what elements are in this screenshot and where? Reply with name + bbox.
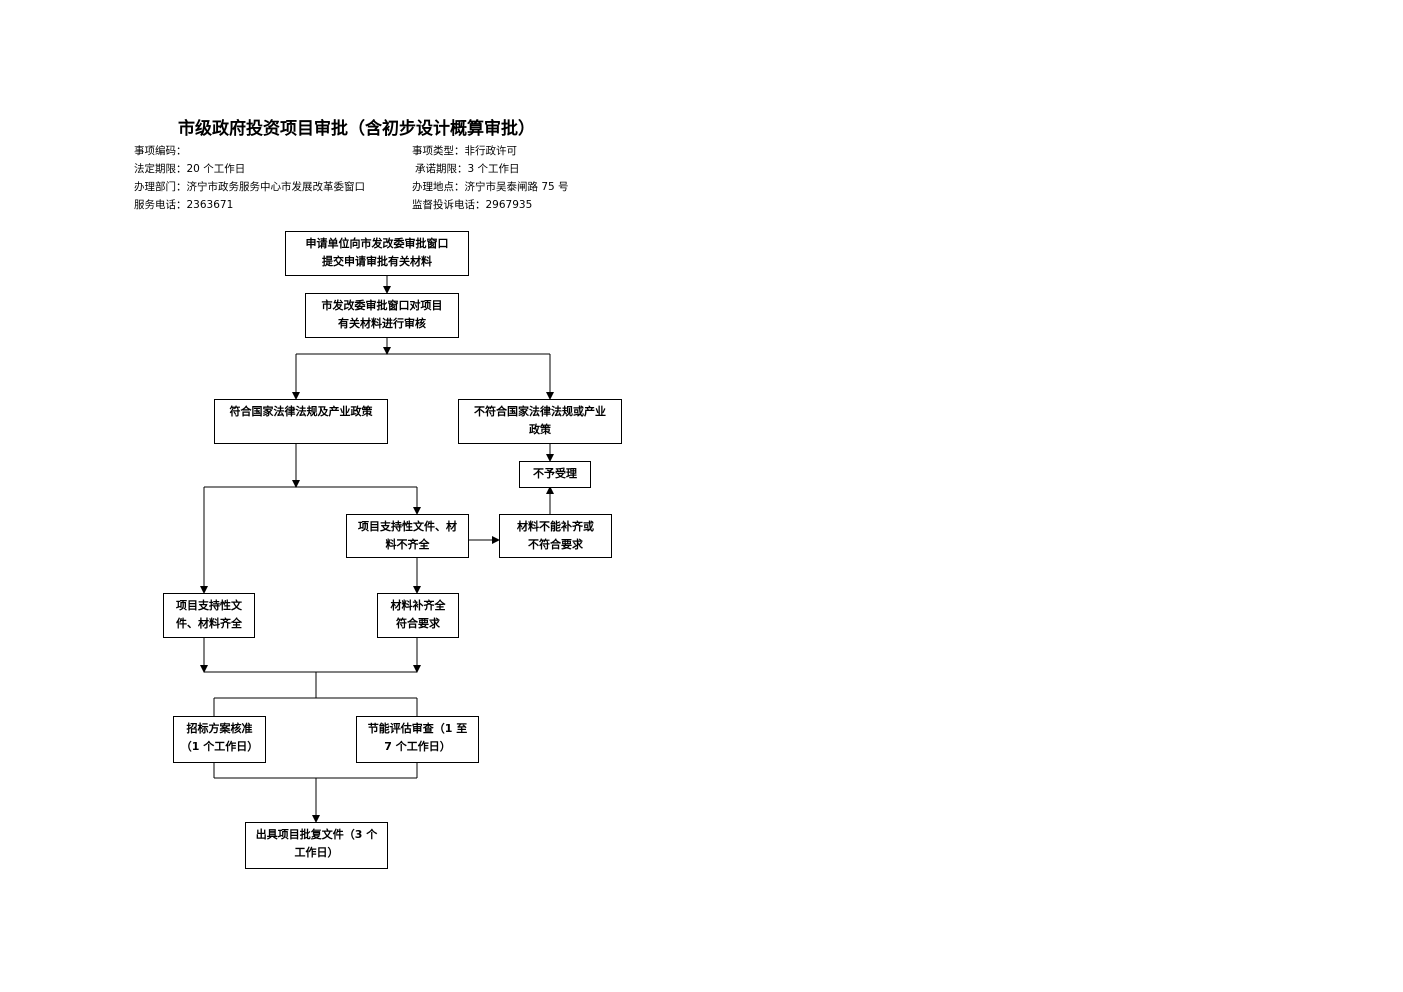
step-text: 项目支持性文件、材 [358,520,457,533]
step-text: 节能评估审查（1 至 [367,722,468,735]
complaint-phone: 监督投诉电话：2967935 [412,199,533,211]
step-submit: 申请单位向市发改委审批窗口提交申请审批有关材料 [285,231,469,276]
step-text: 政策 [529,423,551,436]
step-reject: 不予受理 [519,461,591,488]
step-issue: 出具项目批复文件（3 个工作日） [245,822,388,869]
step-review: 市发改委审批窗口对项目有关材料进行审核 [305,293,459,338]
step-text: （1 个工作日） [180,740,259,753]
step-bidding: 招标方案核准 （1 个工作日） [173,716,266,763]
step-text: 符合要求 [396,617,440,630]
step-text: 招标方案核准 [186,722,253,735]
department: 办理部门：济宁市政务服务中心市发展改革委窗口 [134,181,365,193]
step-compliant: 符合国家法律法规及产业政策 [214,399,388,444]
page-title: 市级政府投资项目审批（含初步设计概算审批） [178,119,535,139]
step-text: 材料不能补齐或 [517,520,594,533]
step-energy: 节能评估审查（1 至 7 个工作日） [356,716,479,763]
step-text: 申请单位向市发改委审批窗口 [305,237,449,250]
info-right: 事项类型：非行政许可 承诺期限：3 个工作日 办理地点：济宁市吴泰闸路 75 号… [412,142,569,214]
step-text: 符合国家法律法规及产业政策 [229,405,373,418]
item-code: 事项编码： [134,145,187,157]
service-phone: 服务电话：2363671 [134,199,234,211]
step-text: 项目支持性文 [176,599,242,612]
promised-limit: 承诺期限：3 个工作日 [415,163,520,175]
step-text: 出具项目批复文件（3 个 [255,828,378,841]
info-left: 事项编码： 法定期限：20 个工作日 办理部门：济宁市政务服务中心市发展改革委窗… [134,142,365,214]
step-text: 市发改委审批窗口对项目 [321,299,443,312]
step-text: 7 个工作日） [384,740,451,753]
step-noncompliant: 不符合国家法律法规或产业政策 [458,399,622,444]
step-text: 材料补齐全 [390,599,446,612]
step-text: 不符合要求 [528,538,583,551]
step-text: 不符合国家法律法规或产业 [474,405,606,418]
legal-limit: 法定期限：20 个工作日 [134,163,246,175]
step-text: 不予受理 [533,467,577,480]
location: 办理地点：济宁市吴泰闸路 75 号 [412,181,569,193]
item-type: 事项类型：非行政许可 [412,145,517,157]
step-text: 提交申请审批有关材料 [322,255,432,268]
step-text: 料不齐全 [385,538,430,551]
step-text: 件、材料齐全 [176,617,242,630]
step-cannot-supplement: 材料不能补齐或不符合要求 [499,514,612,558]
step-text: 有关材料进行审核 [338,317,426,330]
step-incomplete: 项目支持性文件、材料不齐全 [346,514,469,558]
step-complete: 项目支持性文件、材料齐全 [163,593,255,638]
step-text: 工作日） [294,846,339,859]
step-supplemented: 材料补齐全符合要求 [377,593,459,638]
